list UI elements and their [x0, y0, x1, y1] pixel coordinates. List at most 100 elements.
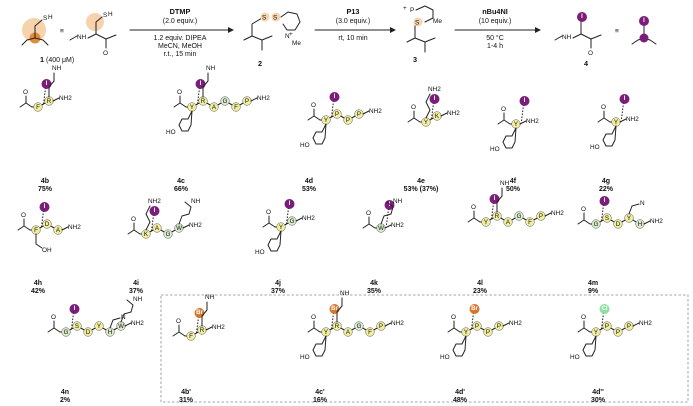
residue-letter: F	[34, 227, 38, 234]
halide-atom: I	[434, 96, 436, 102]
residue-letter: R	[201, 98, 206, 105]
compound-id: 4h	[34, 280, 42, 287]
step2-amount: (3.0 equiv.)	[336, 18, 371, 25]
residue-letter: Y	[279, 224, 283, 231]
c-term-nh2: NH2	[551, 210, 564, 217]
c-term-nh2: NH2	[526, 118, 539, 125]
c-term-nh2: NH2	[391, 320, 404, 327]
acetyl-o-atom: O	[581, 314, 586, 321]
residue-letter: W	[118, 323, 124, 330]
halide-atom: Br	[471, 306, 478, 312]
acetyl-o-atom: O	[601, 104, 606, 111]
compound-yield: 16%	[313, 397, 328, 404]
compound-id: 4d''	[592, 389, 604, 396]
residue-letter: F	[189, 333, 193, 340]
residue-letter: A	[56, 227, 61, 234]
trp-nh: NH	[133, 296, 143, 303]
residue-letter: Y	[627, 215, 631, 222]
compound-yield: 37%	[271, 288, 286, 295]
residue-letter: P	[486, 329, 490, 336]
residue-F	[33, 102, 43, 112]
residue-F	[365, 327, 375, 337]
acetyl-o-atom: O	[176, 318, 181, 325]
residue-letter: S	[605, 215, 609, 222]
halide-variants-box	[160, 294, 689, 403]
residue-A	[343, 327, 353, 337]
halide-marker	[619, 94, 630, 104]
lys-nh2: NH2	[428, 86, 441, 93]
residue-letter: S	[75, 323, 79, 330]
compound-id: 4i	[133, 280, 139, 287]
start-sh-atom: S	[103, 12, 107, 19]
residue-G	[61, 327, 71, 337]
c-term-nh2: NH2	[68, 224, 81, 231]
arg-nh: NH	[340, 290, 350, 297]
step3-temperature: 50 °C	[486, 34, 504, 42]
step2-condition: rt, 10 min	[338, 35, 367, 42]
acetyl-o-atom: O	[501, 106, 506, 113]
residue-letter: P	[379, 323, 383, 330]
residue-S	[72, 321, 82, 331]
prod-nh-atom: NH	[562, 34, 572, 41]
arg-nh: NH	[52, 65, 62, 72]
residue-Y	[481, 217, 491, 227]
residue-P	[332, 109, 342, 119]
residue-G	[354, 321, 364, 331]
halide-atom: I	[389, 202, 391, 208]
halide-atom: I	[154, 208, 156, 214]
residue-P	[472, 321, 482, 331]
residue-letter: Y	[190, 104, 194, 111]
residue-letter: Y	[324, 329, 328, 336]
acetyl-o-atom: O	[51, 314, 56, 321]
halide-atom: I	[524, 98, 526, 104]
c-term-nh2: NH2	[212, 324, 225, 331]
halide-marker	[469, 304, 480, 314]
compound-yield: 37%	[129, 288, 144, 295]
equiv-symbol-2: ≡	[615, 28, 619, 35]
c-term-nh2: NH2	[639, 320, 652, 327]
compound-yield: 66%	[174, 186, 189, 193]
asp-oh: OH	[42, 247, 52, 254]
residue-letter: P	[335, 111, 339, 118]
trp-nh: NH	[393, 198, 403, 205]
compound-id: 4b'	[181, 389, 191, 396]
step1-solvent: MeCN, MeOH	[158, 43, 202, 50]
start-cysteine-icon: S H	[21, 14, 53, 46]
acetyl-o-atom: O	[366, 210, 371, 217]
int3-me: Me	[433, 18, 442, 25]
acetyl-o-atom: O	[451, 314, 456, 321]
compound-id: 4m	[588, 280, 598, 287]
compound-yield: 31%	[179, 397, 194, 404]
residue-letter: G	[290, 218, 295, 225]
residue-letter: P	[627, 323, 631, 330]
compound-id: 4d'	[455, 389, 465, 396]
halide-atom: Br	[331, 306, 338, 312]
tyr-oh: HO	[300, 142, 310, 149]
c-term-nh2: NH2	[447, 110, 460, 117]
residue-letter: A	[506, 219, 511, 226]
step3-reagent: nBu4NI	[482, 7, 508, 16]
residue-A	[503, 217, 513, 227]
compound-yield: 53% (37%)	[404, 186, 439, 193]
start-o-atom: O	[103, 50, 108, 57]
halide-marker	[429, 94, 440, 104]
residue-letter: Y	[594, 329, 598, 336]
start-s-atom: S	[43, 15, 47, 22]
compound-yield: 48%	[453, 397, 468, 404]
residue-letter: F	[368, 329, 372, 336]
compound-id: 4j	[275, 280, 281, 287]
c-term-nh2: NH2	[391, 222, 404, 229]
